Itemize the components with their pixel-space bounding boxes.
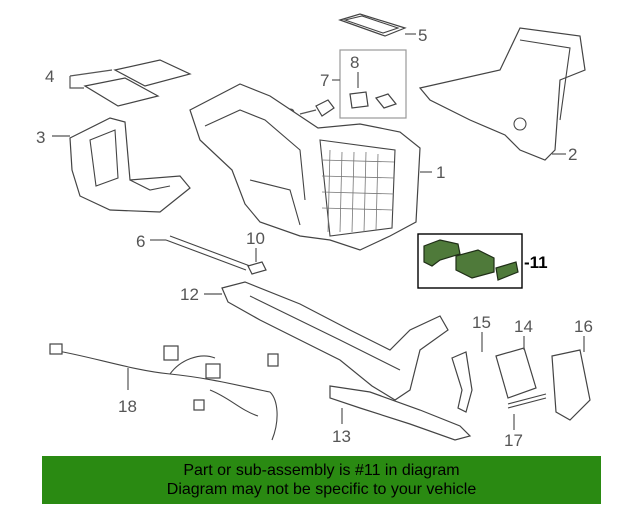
part-1-console-frame: 1: [189, 83, 445, 251]
part-15-bracket: 15: [451, 313, 491, 413]
exploded-view: 5 4 3 8 7 9 2: [36, 13, 593, 450]
callout-4: 4: [45, 67, 54, 86]
callout-8: 8: [350, 53, 359, 72]
part-3-trim: 3: [36, 117, 191, 213]
part-11-highlighted: -11: [417, 233, 548, 289]
callout-12: 12: [180, 285, 199, 304]
banner-line-1: Part or sub-assembly is #11 in diagram: [183, 462, 460, 479]
info-banner: Part or sub-assembly is #11 in diagram D…: [42, 456, 601, 504]
callout-11: -11: [524, 253, 548, 272]
callout-13: 13: [332, 427, 351, 446]
part-5-pad: 5: [338, 13, 427, 45]
callout-5: 5: [418, 26, 427, 45]
part-13-lower-duct: 13: [329, 385, 472, 446]
callout-10: 10: [246, 229, 265, 248]
callout-14: 14: [514, 317, 533, 336]
callout-7: 7: [320, 71, 329, 90]
callout-6: 6: [136, 232, 145, 251]
part-14-module: 14: [495, 317, 537, 399]
part-17-rod: 17: [504, 393, 547, 450]
part-2-side-panel: 2: [418, 27, 586, 164]
callout-15: 15: [472, 313, 491, 332]
part-12-duct: 12: [180, 281, 449, 401]
banner-line-2: Diagram may not be specific to your vehi…: [166, 481, 477, 498]
part-10-clip: 10: [246, 229, 267, 275]
part-7-8-brackets: 8 7: [320, 49, 407, 119]
callout-18: 18: [118, 397, 137, 416]
callout-3: 3: [36, 128, 45, 147]
callout-2: 2: [568, 145, 577, 164]
part-6-rod: 6: [136, 232, 251, 271]
callout-17: 17: [504, 431, 523, 450]
callout-16: 16: [574, 317, 593, 336]
callout-1: 1: [436, 163, 445, 182]
part-16-module: 16: [551, 317, 593, 421]
part-4-mats: 4: [45, 59, 192, 107]
part-18-harness: 18: [49, 343, 279, 441]
